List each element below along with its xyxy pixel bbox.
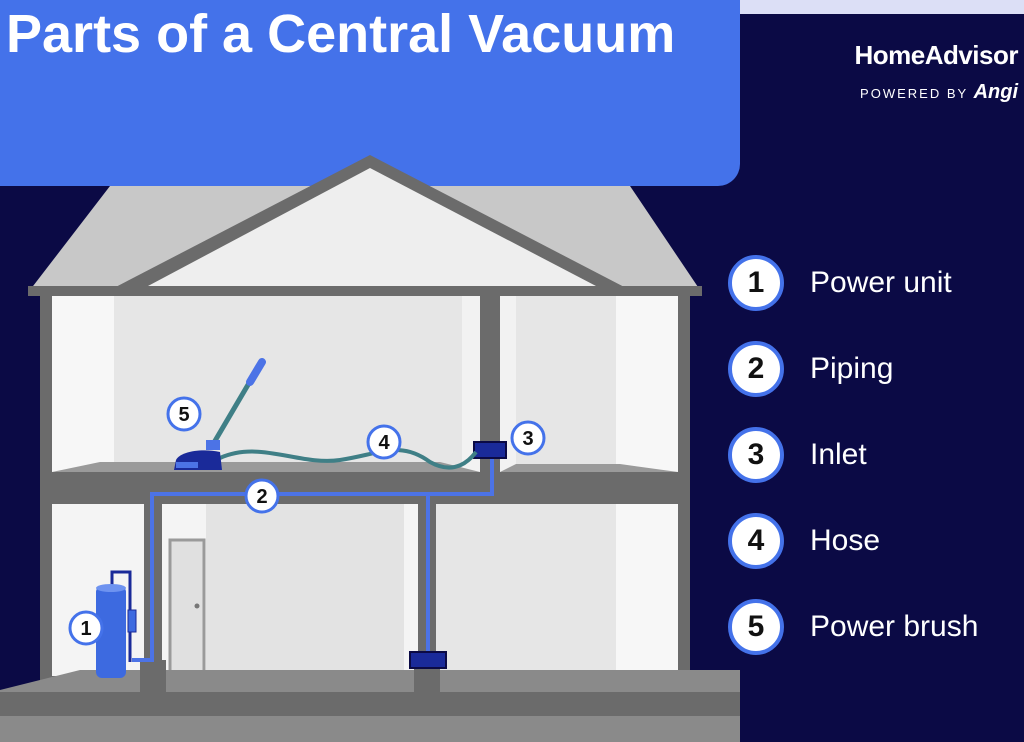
page-title: Parts of a Central Vacuum [6,4,676,64]
legend-number: 3 [728,427,784,483]
pipe-fitting [409,651,447,669]
svg-text:3: 3 [522,428,533,450]
svg-text:1: 1 [80,618,91,640]
upper-room-left [52,296,480,472]
door [168,538,206,682]
callout-4: 4 [366,424,402,460]
legend-item-power-unit: 1 Power unit [728,240,978,326]
callout-1: 1 [68,610,104,646]
legend-number: 4 [728,513,784,569]
power-unit [96,570,137,678]
svg-text:5: 5 [178,404,189,426]
top-strip [740,0,1024,14]
brand-name: HomeAdvisor [854,40,1018,70]
legend: 1 Power unit 2 Piping 3 Inlet 4 Hose 5 P… [728,240,978,670]
legend-label: Power brush [810,610,979,643]
partner-name: Angi [973,81,1018,103]
legend-number: 2 [728,341,784,397]
callout-3: 3 [510,420,546,456]
callout-5: 5 [166,396,202,432]
legend-label: Hose [810,524,881,557]
piping [132,452,494,662]
legend-number: 1 [728,255,784,311]
legend-label: Inlet [810,438,867,471]
legend-item-inlet: 3 Inlet [728,412,978,498]
inlet [473,441,507,459]
brand-logo: HomeAdvisor POWERED BY Angi [854,40,1018,104]
foundation [0,692,740,716]
legend-label: Piping [810,352,894,385]
svg-text:4: 4 [378,432,390,454]
legend-item-power-brush: 5 Power brush [728,584,978,670]
upper-room-left-sidewall [52,296,114,472]
upper-floor-left [52,462,480,472]
legend-item-piping: 2 Piping [728,326,978,412]
powered-by-text: POWERED BY [860,86,968,101]
door-knob [194,603,200,609]
callout-2: 2 [244,478,280,514]
svg-text:2: 2 [256,486,267,508]
upper-floor-right [500,464,678,472]
power-brush [174,358,266,470]
legend-number: 5 [728,599,784,655]
legend-label: Power unit [810,266,952,299]
brand-powered-by: POWERED BY Angi [854,81,1018,104]
roof-gable [148,168,596,286]
legend-item-hose: 4 Hose [728,498,978,584]
